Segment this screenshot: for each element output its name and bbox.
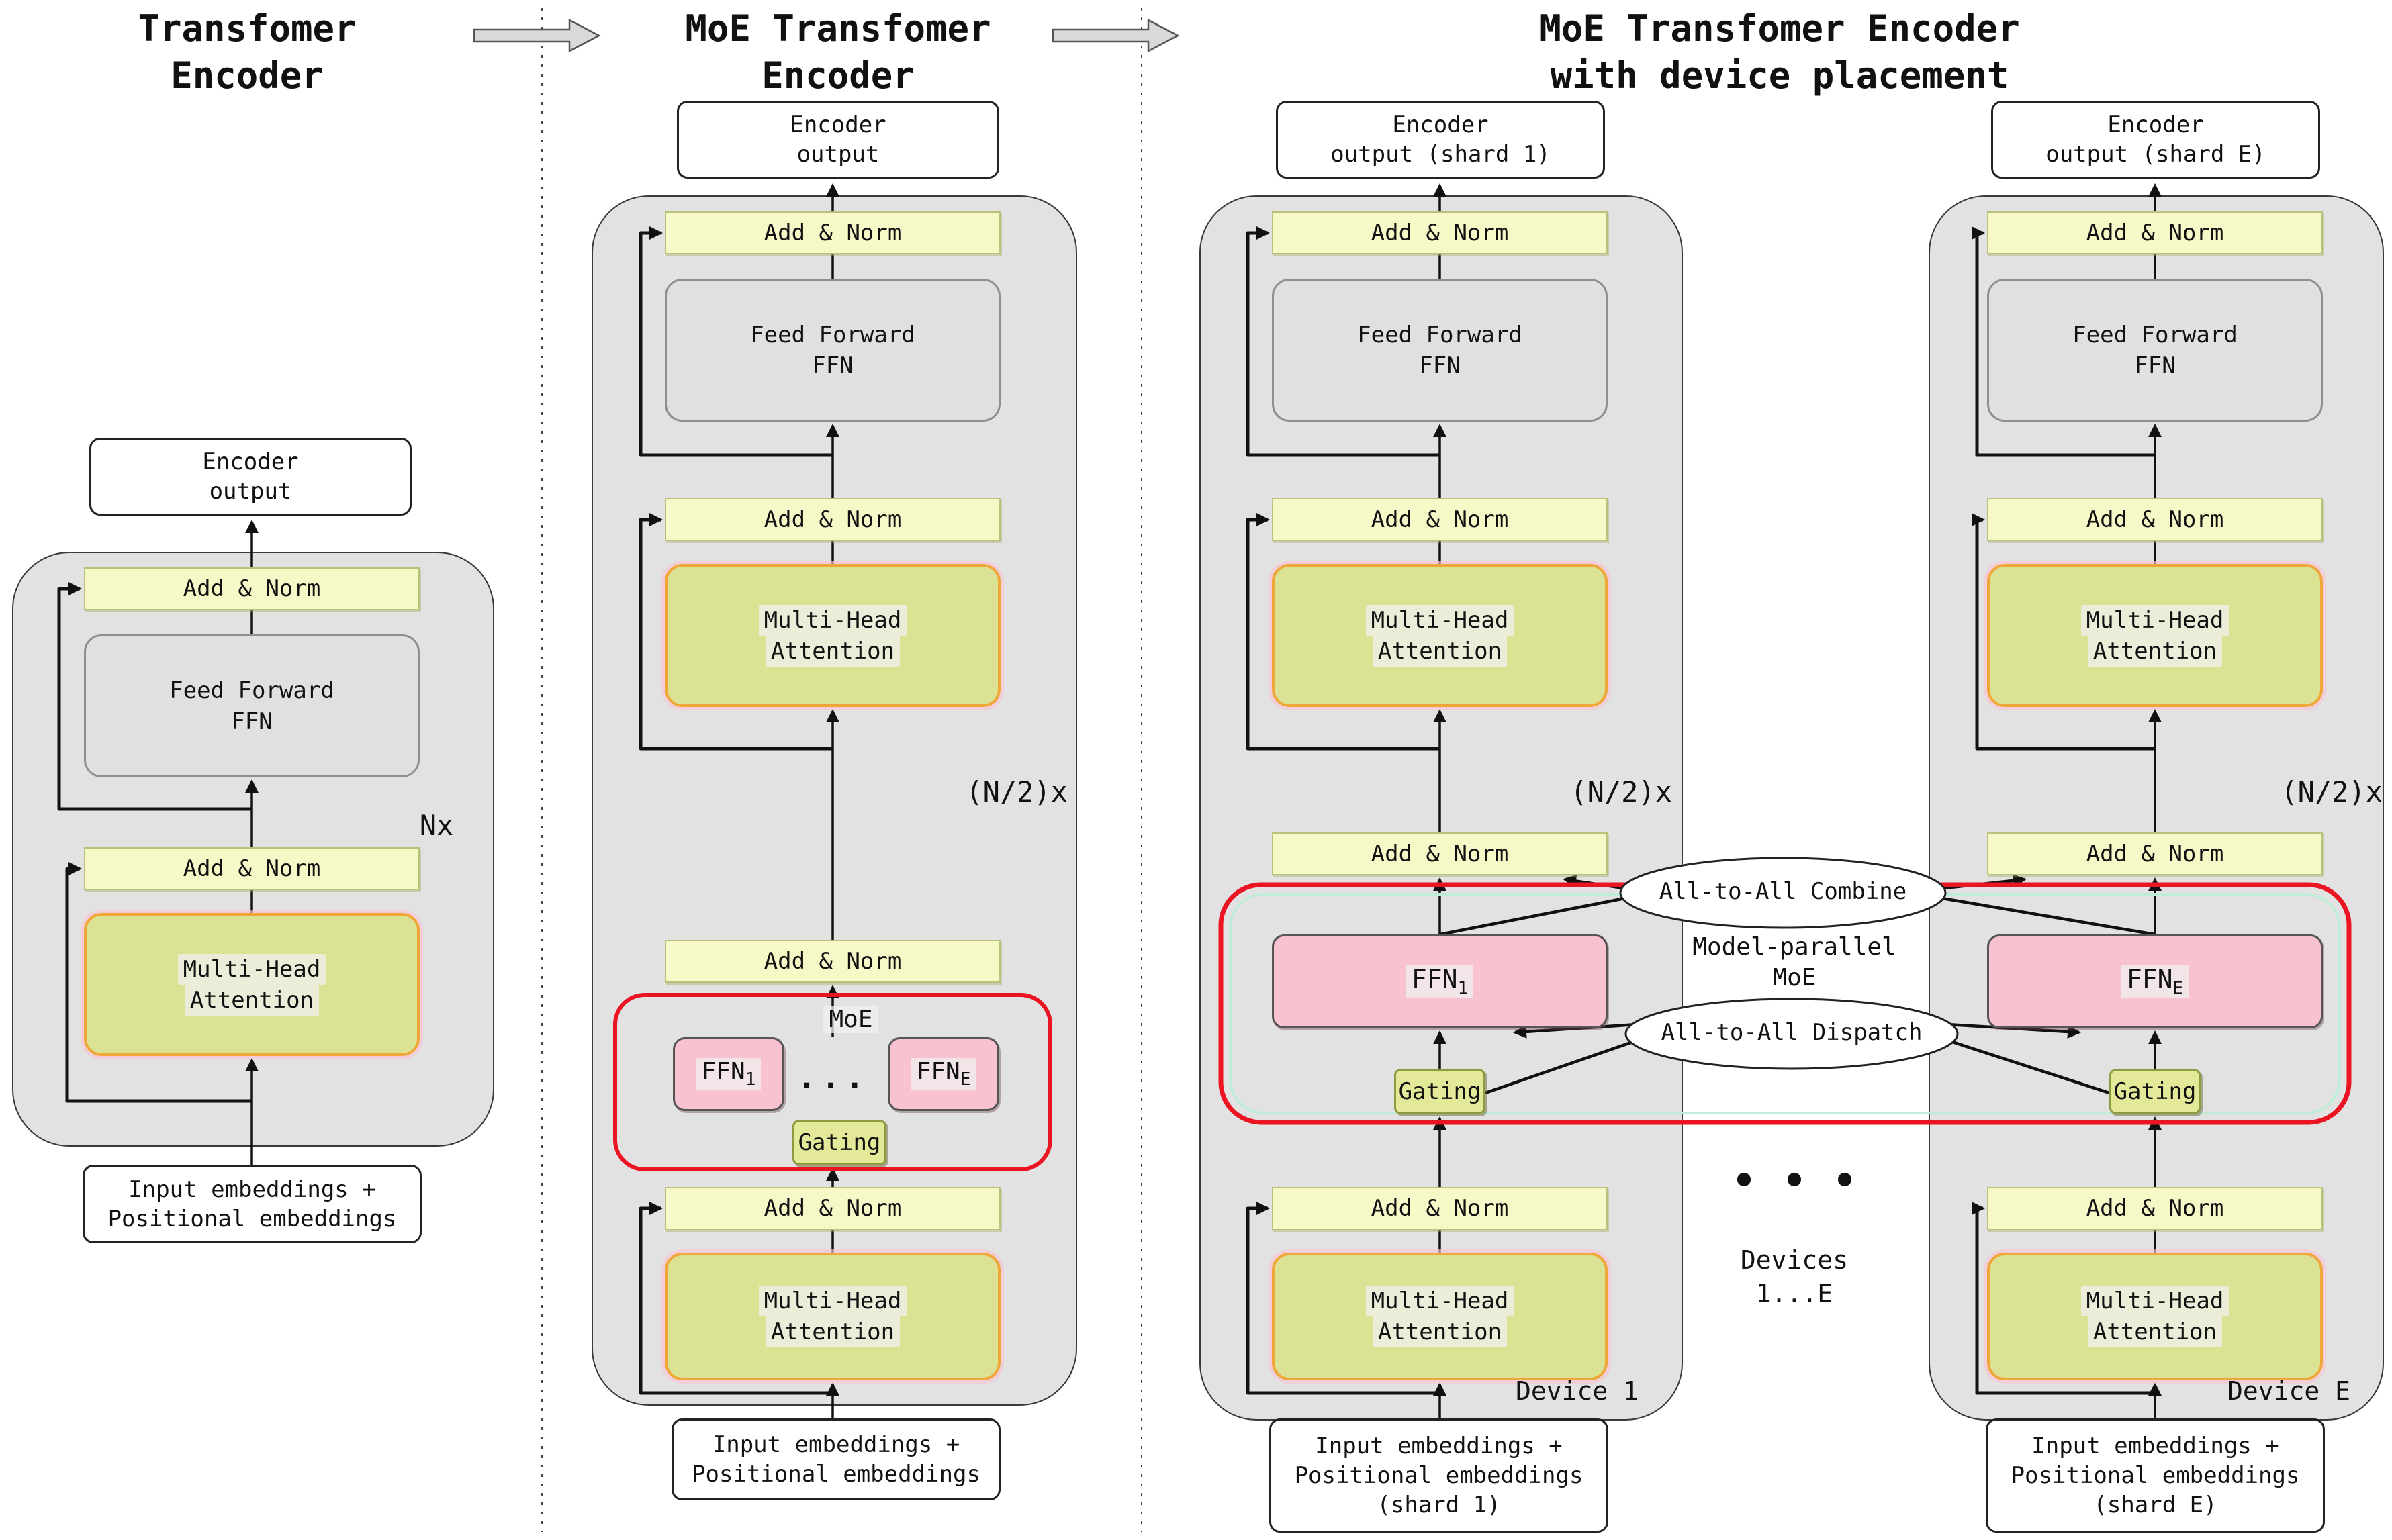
- expert-ffn1-box: FFN1: [1272, 934, 1608, 1028]
- all-to-all-dispatch-label: All-to-All Dispatch: [1661, 1019, 1923, 1046]
- add-norm-bar: Add & Norm: [665, 211, 1001, 254]
- expert-ffn1-box: FFN1: [673, 1037, 784, 1111]
- multi-head-attention-box: Multi-Head Attention: [1272, 564, 1608, 707]
- add-norm-bar: Add & Norm: [1987, 498, 2323, 541]
- input-embeddings-box: Input embeddings + Positional embeddings: [672, 1418, 1001, 1500]
- add-norm-bar: Add & Norm: [1272, 498, 1608, 541]
- all-to-all-dispatch-ellipse: [1624, 998, 1959, 1070]
- transition-arrow-icon: [1052, 18, 1180, 53]
- moe-outline-middle: [613, 993, 1052, 1171]
- add-norm-bar: Add & Norm: [84, 847, 420, 890]
- add-norm-bar: Add & Norm: [84, 567, 420, 610]
- all-to-all-combine-label: All-to-All Combine: [1659, 878, 1907, 905]
- device-1-label: Device 1: [1515, 1376, 1639, 1406]
- add-norm-bar: Add & Norm: [1272, 1187, 1608, 1230]
- all-to-all-combine-ellipse: [1619, 857, 1947, 929]
- ellipsis-dot: [1838, 1173, 1851, 1186]
- encoder-output-box: Encoder output: [677, 101, 999, 179]
- gating-box: Gating: [1394, 1069, 1485, 1114]
- devices-range-label: Devices 1...E: [1740, 1245, 1849, 1308]
- repeat-label-nx: Nx: [419, 809, 454, 842]
- feed-forward-box: Feed Forward FFN: [1272, 279, 1608, 422]
- repeat-label-n2x: (N/2)x: [2281, 775, 2383, 808]
- multi-head-attention-box: Multi-Head Attention: [84, 913, 420, 1056]
- input-embeddings-shard1-box: Input embeddings + Positional embeddings…: [1269, 1418, 1608, 1533]
- title-moe-encoder: MoE Transfomer Encoder: [685, 7, 991, 97]
- multi-head-attention-box: Multi-Head Attention: [665, 564, 1001, 707]
- add-norm-bar: Add & Norm: [1987, 832, 2323, 875]
- moe-label: MoE: [814, 1006, 888, 1033]
- add-norm-bar: Add & Norm: [665, 1187, 1001, 1230]
- add-norm-bar: Add & Norm: [665, 940, 1001, 983]
- title-transformer-encoder: Transfomer Encoder: [138, 7, 357, 97]
- ellipsis-dot: [1737, 1173, 1751, 1186]
- ellipsis-dot: [1788, 1173, 1801, 1186]
- encoder-output-shard1-box: Encoder output (shard 1): [1276, 101, 1605, 179]
- feed-forward-box: Feed Forward FFN: [84, 634, 420, 777]
- title-moe-device-placement: MoE Transfomer Encoder with device place…: [1539, 7, 2020, 97]
- encoder-output-box: Encoder output: [89, 438, 412, 516]
- add-norm-bar: Add & Norm: [1987, 211, 2323, 254]
- multi-head-attention-box: Multi-Head Attention: [665, 1253, 1001, 1380]
- input-embeddings-box: Input embeddings + Positional embeddings: [83, 1165, 422, 1243]
- expert-ffnE-box: FFNE: [888, 1037, 999, 1111]
- gating-box: Gating: [792, 1120, 886, 1165]
- repeat-label-n2x: (N/2)x: [966, 775, 1068, 808]
- feed-forward-box: Feed Forward FFN: [665, 279, 1001, 422]
- gating-box: Gating: [2109, 1069, 2201, 1114]
- encoder-output-shardE-box: Encoder output (shard E): [1991, 101, 2320, 179]
- multi-head-attention-box: Multi-Head Attention: [1987, 564, 2323, 707]
- repeat-label-n2x: (N/2)x: [1570, 775, 1672, 808]
- input-embeddings-shardE-box: Input embeddings + Positional embeddings…: [1986, 1418, 2325, 1533]
- device-e-label: Device E: [2227, 1376, 2350, 1406]
- multi-head-attention-box: Multi-Head Attention: [1987, 1253, 2323, 1380]
- feed-forward-box: Feed Forward FFN: [1987, 279, 2323, 422]
- expert-ellipsis: ...: [797, 1059, 870, 1096]
- model-parallel-moe-label: Model-parallel MoE: [1692, 933, 1896, 992]
- transition-arrow-icon: [473, 18, 601, 53]
- add-norm-bar: Add & Norm: [1987, 1187, 2323, 1230]
- multi-head-attention-box: Multi-Head Attention: [1272, 1253, 1608, 1380]
- add-norm-bar: Add & Norm: [1272, 211, 1608, 254]
- add-norm-bar: Add & Norm: [665, 498, 1001, 541]
- expert-ffnE-box: FFNE: [1987, 934, 2323, 1028]
- add-norm-bar: Add & Norm: [1272, 832, 1608, 875]
